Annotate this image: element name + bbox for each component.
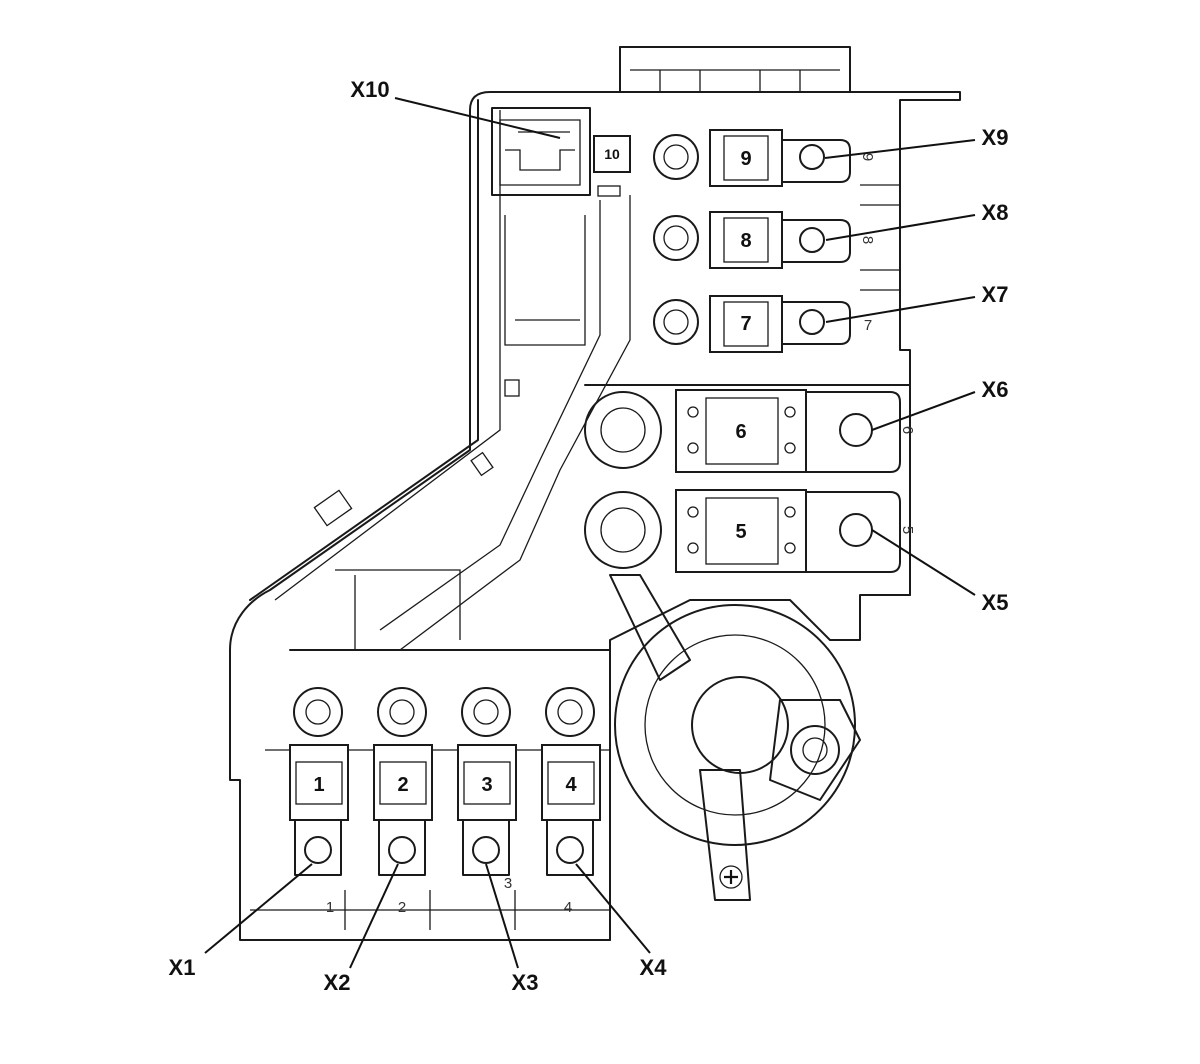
leader-x10 <box>394 97 561 139</box>
upper-fuse-rows <box>653 129 900 353</box>
callout-x1: X1 <box>169 955 196 980</box>
leader-x7 <box>825 296 976 323</box>
leader-lines <box>204 97 976 969</box>
callout-x8: X8 <box>982 200 1009 225</box>
leader-x6 <box>871 391 976 431</box>
battery-terminal <box>609 574 861 901</box>
fuse-label-5: 5 <box>735 521 746 543</box>
fuse-label-1: 1 <box>313 774 324 796</box>
fuse-column-4 <box>541 687 601 876</box>
fuse-label-9: 9 <box>740 148 751 170</box>
slot-number-4: 4 <box>564 899 572 916</box>
leader-x1 <box>204 863 313 954</box>
slot-number-6: 6 <box>899 426 916 434</box>
leader-x9 <box>824 139 976 159</box>
callout-x9: X9 <box>982 125 1009 150</box>
callout-x7: X7 <box>982 282 1009 307</box>
leader-x4 <box>575 863 651 954</box>
callout-x5: X5 <box>982 590 1009 615</box>
callout-x3: X3 <box>512 970 539 995</box>
bottom-fuse-bank <box>250 649 611 941</box>
plus-icon <box>719 865 743 889</box>
leader-x3 <box>485 863 519 969</box>
slot-number-5: 5 <box>899 526 916 534</box>
fuse-label-6: 6 <box>735 421 746 443</box>
fuse-label-4: 4 <box>565 774 577 796</box>
callout-x4: X4 <box>640 955 668 980</box>
callout-x10: X10 <box>350 77 389 102</box>
slot-number-7: 7 <box>864 317 872 334</box>
leader-x2 <box>349 863 399 969</box>
large-fuse-rows <box>584 384 911 596</box>
leader-x8 <box>825 214 976 241</box>
leader-x5 <box>871 529 976 596</box>
slot-number-3: 3 <box>504 875 512 892</box>
fuse-column-3 <box>457 687 517 876</box>
fuse-label-2: 2 <box>397 774 408 796</box>
inner-panel <box>295 195 631 651</box>
fuse-label-3: 3 <box>481 774 492 796</box>
fuse-label-8: 8 <box>740 230 751 252</box>
slot-number-2: 2 <box>398 899 406 916</box>
slot-number-9: 9 <box>859 153 876 161</box>
fuse-label-7: 7 <box>740 313 751 335</box>
fuse-label-10: 10 <box>604 146 620 162</box>
slot-number-8: 8 <box>859 236 876 244</box>
housing-outline <box>229 46 961 941</box>
fuse-column-1 <box>289 687 349 876</box>
callout-x2: X2 <box>324 970 351 995</box>
fuse-column-2 <box>373 687 433 876</box>
slot-number-1: 1 <box>326 899 334 916</box>
relay-x10 <box>491 107 631 197</box>
callout-x6: X6 <box>982 377 1009 402</box>
